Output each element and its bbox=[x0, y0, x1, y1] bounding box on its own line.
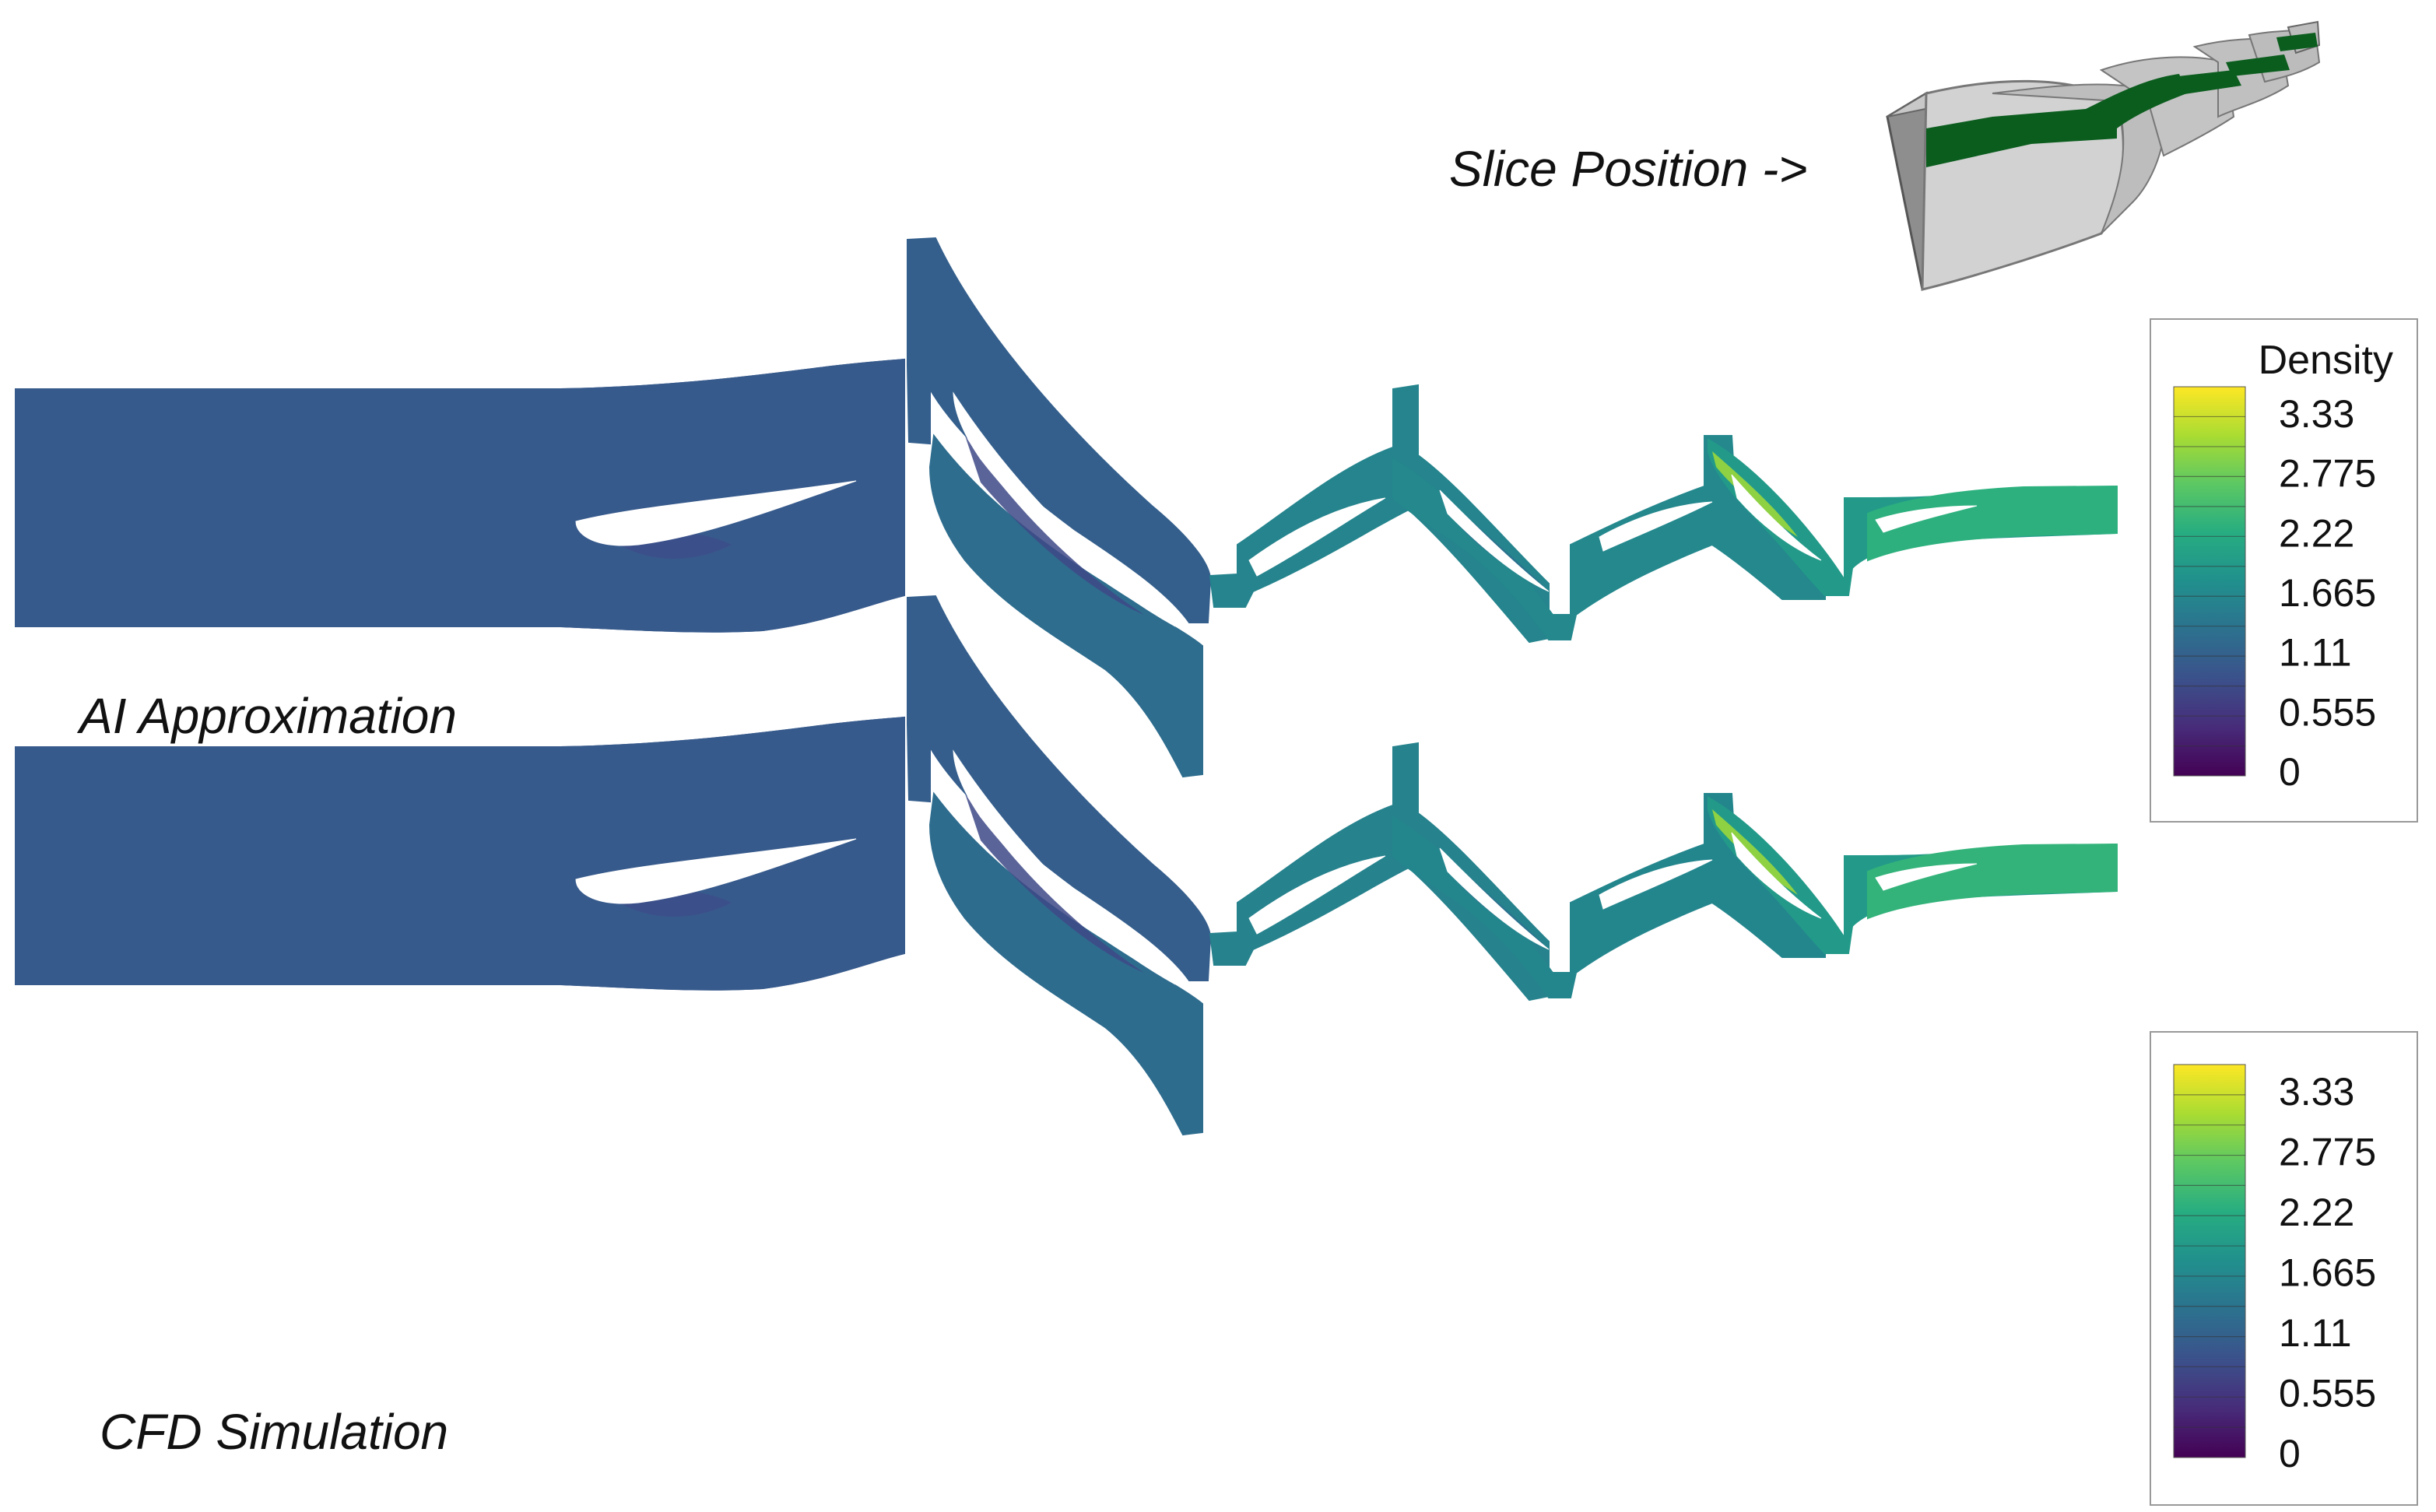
blade-cutout bbox=[953, 391, 1176, 627]
colorbar-ramp bbox=[2173, 1064, 2246, 1458]
colorbar-tick-label: 1.11 bbox=[2279, 631, 2352, 675]
blade-cutout bbox=[1439, 489, 1550, 592]
stage-2-stator bbox=[1209, 742, 1550, 1002]
blade-cutout bbox=[1599, 859, 1713, 910]
density-field-ai-approximation bbox=[15, 237, 2118, 778]
blade-cutout bbox=[575, 838, 857, 904]
blade-cutout bbox=[1248, 855, 1386, 935]
slice-highlight bbox=[1926, 109, 2117, 167]
colorbar-ramp bbox=[2173, 386, 2246, 777]
colorbar-band-lines bbox=[2174, 1094, 2245, 1428]
blade-cutout bbox=[575, 480, 857, 546]
slice-position-label: Slice Position -> bbox=[1449, 141, 1808, 197]
blade-cutout bbox=[953, 749, 1176, 985]
outlet-duct bbox=[1867, 843, 2118, 920]
colorbar-band-lines bbox=[2174, 416, 2245, 747]
blade-cutout bbox=[1248, 497, 1386, 577]
colorbar-tick-label: 0.555 bbox=[2279, 690, 2376, 734]
colorbar-tick-label: 1.11 bbox=[2279, 1311, 2352, 1355]
stage-2-stator bbox=[1209, 384, 1550, 644]
panel-label-ai-approximation: AI Approximation bbox=[79, 688, 457, 744]
colorbar-tick-label: 0.555 bbox=[2279, 1372, 2376, 1416]
high-density-band bbox=[1712, 451, 1798, 537]
blade-cutout bbox=[1875, 863, 1978, 891]
low-density-pocket bbox=[1448, 498, 1549, 591]
colorbar-tick-label: 3.33 bbox=[2279, 1070, 2354, 1114]
colorbar-tick-label: 1.665 bbox=[2279, 1251, 2376, 1295]
colorbar-tick-label: 2.22 bbox=[2279, 1191, 2354, 1234]
colorbar-density-bottom: 3.33 2.775 2.22 1.665 1.11 0.555 0 bbox=[2150, 1031, 2418, 1506]
high-density-band bbox=[1712, 809, 1798, 895]
density-field-cfd-simulation bbox=[15, 595, 2118, 1136]
colorbar-tick-label: 2.775 bbox=[2279, 1131, 2376, 1174]
blade-cutout bbox=[1599, 501, 1713, 552]
panel-label-cfd-simulation: CFD Simulation bbox=[100, 1404, 449, 1460]
colorbar-tick-label: 2.775 bbox=[2279, 452, 2376, 496]
colorbar-tick-label: 0 bbox=[2279, 750, 2301, 794]
blade-cutout bbox=[1731, 474, 1822, 561]
colorbar-density-top: Density 3.33 2.775 2.22 1.665 1.11 0.555 0 bbox=[2150, 318, 2418, 823]
slice-position-thumbnail bbox=[1886, 20, 2321, 291]
colorbar-tick-label: 0 bbox=[2279, 1432, 2301, 1475]
outlet-duct bbox=[1867, 485, 2118, 562]
nozzle-vane-inlet-region bbox=[560, 358, 905, 633]
nozzle-vane-inlet-region bbox=[560, 716, 905, 991]
blade-cutout bbox=[1731, 832, 1822, 919]
blade-cutout bbox=[1875, 505, 1978, 533]
blade-cutout bbox=[1439, 847, 1550, 950]
low-density-pocket bbox=[1448, 856, 1549, 949]
colorbar-tick-label: 2.22 bbox=[2279, 511, 2354, 555]
colorbar-tick-label: 1.665 bbox=[2279, 571, 2376, 615]
colorbar-title: Density bbox=[2259, 338, 2393, 383]
colorbar-tick-label: 3.33 bbox=[2279, 392, 2354, 436]
